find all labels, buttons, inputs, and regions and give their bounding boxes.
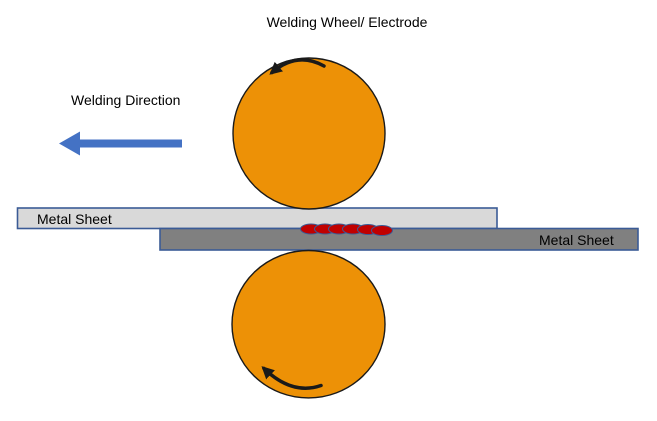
weld-nugget-seam (300, 223, 393, 236)
rotation-arrow-top-icon (269, 58, 326, 75)
welding-direction-arrow-icon (59, 131, 182, 156)
welding-direction-label: Welding Direction (71, 92, 181, 108)
welding-wheel-top (232, 57, 386, 210)
metal-sheet-bottom-label: Metal Sheet (539, 232, 614, 248)
weld-nugget (371, 225, 393, 236)
metal-sheet-bottom-shape (159, 227, 639, 251)
metal-sheet-top-label: Metal Sheet (37, 211, 112, 227)
welding-wheel-bottom (231, 249, 386, 399)
rotation-arrow-bottom-icon (261, 366, 323, 390)
diagram-title: Welding Wheel/ Electrode (266, 14, 428, 30)
